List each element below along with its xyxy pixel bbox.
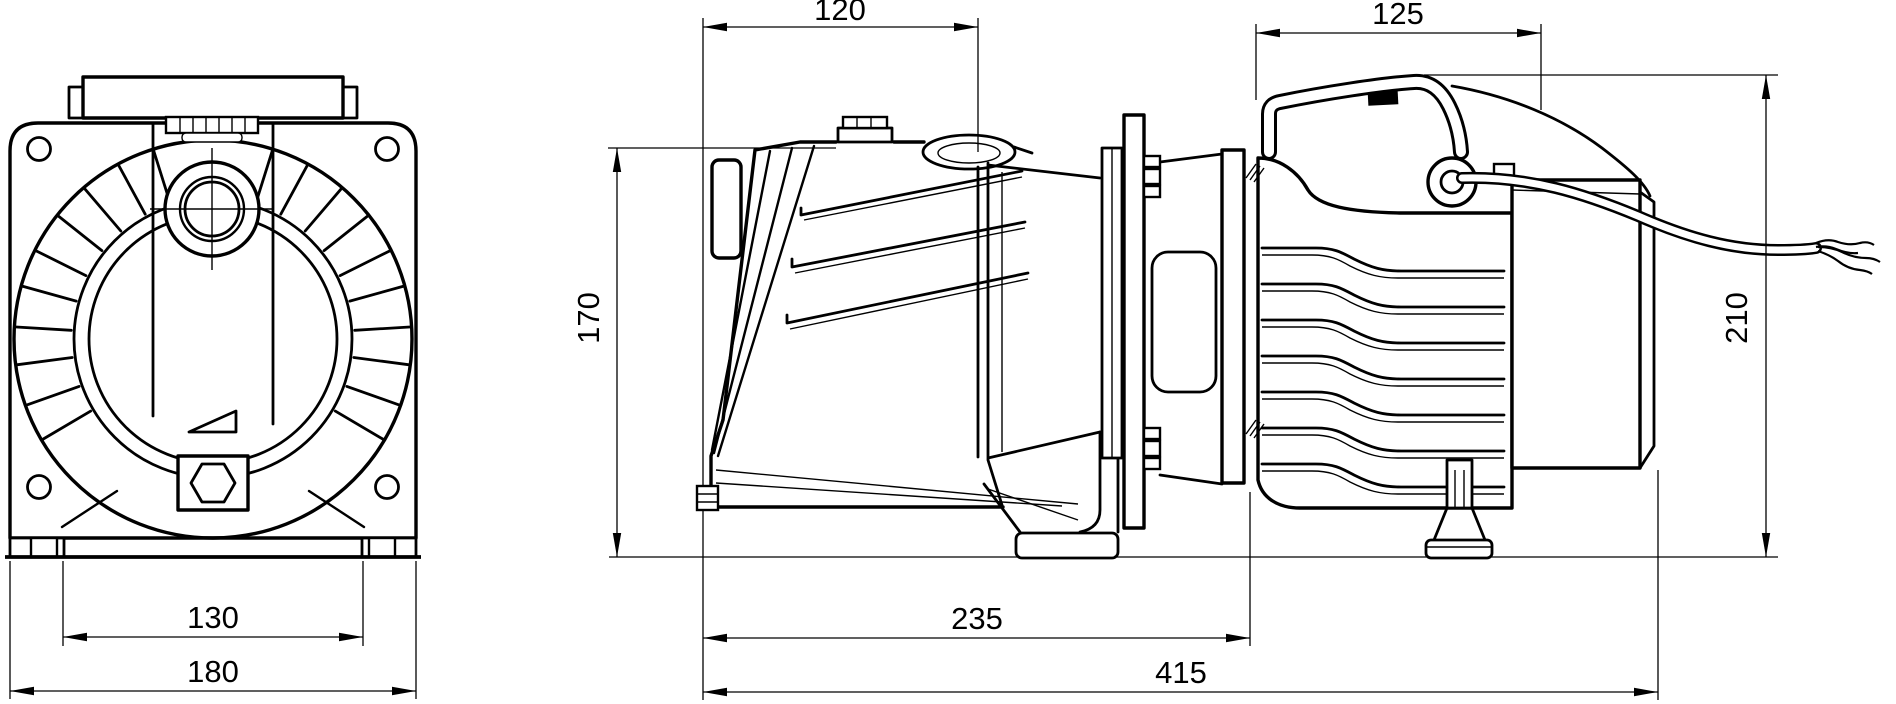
arrowhead xyxy=(703,633,727,643)
dimension-label-210: 210 xyxy=(1719,292,1754,344)
dimension-label-235: 235 xyxy=(951,601,1003,636)
dimension-415: 415 xyxy=(703,470,1659,700)
direction-mark xyxy=(187,409,238,434)
power-cable xyxy=(1456,171,1881,275)
arrowhead xyxy=(1226,633,1250,643)
drain-plug xyxy=(176,454,250,512)
arrowhead xyxy=(1634,687,1658,697)
handle-clip xyxy=(1367,91,1399,106)
front-clip xyxy=(695,484,720,512)
arrowhead xyxy=(954,22,978,32)
flange-bolt-bottom xyxy=(1142,426,1162,471)
arrowhead xyxy=(703,687,727,697)
top-cap xyxy=(164,115,260,143)
motor-body xyxy=(1256,73,1881,560)
arrowhead xyxy=(1761,533,1771,557)
arrowhead xyxy=(612,533,622,557)
arrowhead xyxy=(392,686,416,696)
pump-head xyxy=(695,115,1102,512)
arrowhead xyxy=(10,686,34,696)
filler-cap xyxy=(921,133,1034,171)
arrowhead xyxy=(1517,28,1541,38)
dimension-label-130: 130 xyxy=(187,600,239,635)
bracket-foot-pad xyxy=(1014,531,1120,560)
flange-bolt-top xyxy=(1142,154,1162,199)
gasket-hatch-top xyxy=(1245,163,1265,183)
bolt-hole-bottom-right xyxy=(374,474,400,500)
dimension-label-125: 125 xyxy=(1372,0,1424,31)
motor-foot xyxy=(1424,458,1494,560)
dimension-label-170: 170 xyxy=(571,292,606,344)
front-handle xyxy=(81,75,345,120)
bolt-hole-bottom-left xyxy=(26,474,52,500)
dimension-180: 180 xyxy=(9,561,417,699)
casing-taper-lines xyxy=(710,144,816,458)
arrowhead xyxy=(612,148,622,172)
pump-casing-outline xyxy=(709,140,1005,509)
mounting-plate xyxy=(8,121,418,540)
dimension-210: 210 xyxy=(1424,74,1778,557)
dimension-label-180: 180 xyxy=(187,654,239,689)
dimension-label-415: 415 xyxy=(1155,655,1207,690)
base-edge-lines xyxy=(715,469,1079,507)
outlet-port xyxy=(710,158,743,260)
suction-port xyxy=(150,148,274,270)
adapter-window xyxy=(1150,250,1218,394)
dimension-120: 120 xyxy=(703,0,979,152)
motor-foot-pad xyxy=(1424,538,1494,560)
base-web-right xyxy=(307,489,366,529)
front-handle-tab-left xyxy=(67,85,85,120)
arrowhead xyxy=(1256,28,1280,38)
cooling-fins xyxy=(1260,246,1506,495)
bolt-hole-top-left xyxy=(26,136,52,162)
arrowhead xyxy=(1761,75,1771,99)
cable-wires xyxy=(1815,239,1881,275)
dimension-170: 170 xyxy=(571,147,836,557)
casing-rear xyxy=(976,161,1102,507)
bolt-hole-top-right xyxy=(374,136,400,162)
arrowhead xyxy=(703,22,727,32)
front-view: 130 180 xyxy=(5,75,421,699)
flange-joint xyxy=(1100,113,1265,530)
dimension-125: 125 xyxy=(1255,0,1542,110)
dimension-label-120: 120 xyxy=(814,0,866,27)
side-view: 120 125 170 210 235 xyxy=(571,0,1881,700)
support-bracket xyxy=(982,428,1120,560)
carry-handle xyxy=(1261,73,1478,208)
front-feet xyxy=(5,536,421,559)
terminal-box xyxy=(1492,162,1656,470)
dimension-130: 130 xyxy=(62,561,364,646)
dimension-235: 235 xyxy=(703,492,1251,646)
priming-plug xyxy=(836,115,894,144)
pump-flange-plate xyxy=(1122,113,1146,530)
arrowhead xyxy=(339,632,363,642)
front-handle-tab-right xyxy=(341,85,359,120)
arrowhead xyxy=(63,632,87,642)
hex-plug xyxy=(189,462,237,504)
base-web-left xyxy=(60,489,119,529)
louvers xyxy=(785,169,1030,330)
motor-flange-plate xyxy=(1220,148,1246,485)
adapter-edges xyxy=(1158,152,1224,486)
port-centerlines xyxy=(150,148,274,270)
motor-outline xyxy=(1256,156,1514,510)
